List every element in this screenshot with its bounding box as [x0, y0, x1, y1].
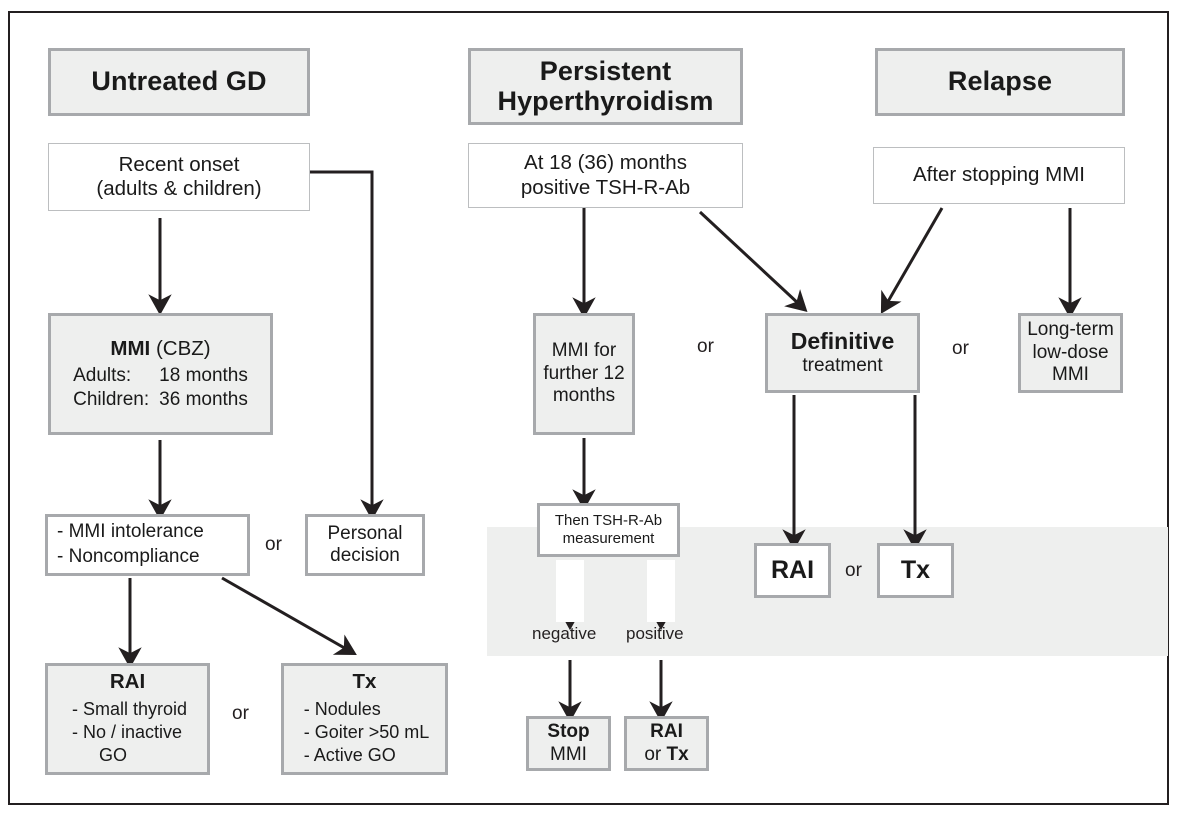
mmi-further-line3: months [552, 385, 616, 407]
box-rai-left: RAI - Small thyroid - No / inactive GO [45, 663, 210, 775]
rai-or-tx-line1: RAI [650, 721, 683, 743]
box-recent-onset: Recent onset (adults & children) [48, 143, 310, 211]
header-persistent-hyperthyroidism: Persistent Hyperthyroidism [468, 48, 743, 125]
or-label-untreated-1: or [265, 534, 282, 555]
rai-or-tx-line2-prefix: or [644, 743, 667, 765]
mmi-row-0-label: Adults: [73, 364, 132, 386]
stop-mmi-line2: MMI [550, 743, 587, 765]
box-mmi-intolerance: - MMI intolerance - Noncompliance [45, 514, 250, 576]
definitive-title: Definitive [790, 328, 895, 355]
box-tx-left: Tx - Nodules - Goiter >50 mL - Active GO [281, 663, 448, 775]
rai-or-tx-line2: or Tx [644, 744, 688, 766]
header-untreated-gd: Untreated GD [48, 48, 310, 116]
box-mmi-cbz: MMI (CBZ) Adults: 18 months Children: 36… [48, 313, 273, 435]
header-untreated-gd-label: Untreated GD [91, 66, 267, 97]
header-persistent-line2: Hyperthyroidism [497, 85, 714, 116]
intolerance-line1: - MMI intolerance [57, 521, 204, 543]
mmi-title-rest: (CBZ) [150, 336, 211, 360]
after-stopping-label: After stopping MMI [912, 163, 1086, 187]
recent-onset-line1: Recent onset [118, 152, 240, 176]
branch-label-negative: negative [532, 624, 597, 643]
rai-right-label: RAI [770, 555, 815, 584]
personal-decision-line2: decision [330, 545, 400, 566]
header-relapse-label: Relapse [947, 66, 1053, 97]
mmi-row-1-value: 36 months [159, 388, 248, 410]
long-term-line3: MMI [1052, 364, 1089, 386]
box-then-tsh-r-ab-measurement: Then TSH-R-Ab measurement [537, 503, 680, 557]
or-label-relapse-2: or [845, 560, 862, 581]
or-label-persistent-1: or [697, 336, 714, 357]
long-term-line1: Long-term [1027, 319, 1114, 341]
mmi-title-bold: MMI [110, 336, 151, 360]
rai-left-bullet-2: GO [98, 745, 127, 766]
rai-or-tx-line2-bold: Tx [666, 743, 689, 765]
header-persistent-line1: Persistent [539, 56, 672, 87]
tx-right-label: Tx [900, 555, 931, 584]
mmi-row-1-label: Children: [73, 388, 150, 410]
box-tx-right: Tx [877, 543, 954, 598]
rai-left-bullet-1: - No / inactive [71, 721, 183, 742]
personal-decision-line1: Personal [327, 522, 403, 544]
then-measure-line2: measurement [562, 530, 655, 547]
stop-mmi-line1: Stop [547, 721, 590, 743]
tx-left-bullet-0: - Nodules [303, 698, 381, 719]
recent-onset-line2: (adults & children) [96, 177, 262, 200]
at-months-line2: positive TSH-R-Ab [520, 175, 691, 199]
branch-label-positive: positive [626, 624, 684, 643]
rai-left-title: RAI [109, 670, 146, 694]
tx-left-bullet-1: - Goiter >50 mL [303, 721, 430, 742]
arrow-gap-positive [647, 560, 675, 622]
mmi-further-line2: further 12 [543, 362, 625, 384]
box-definitive-treatment: Definitive treatment [765, 313, 920, 393]
intolerance-line2: - Noncompliance [57, 546, 200, 567]
at-months-line1: At 18 (36) months [524, 151, 687, 175]
mmi-further-line1: MMI for [551, 340, 617, 362]
box-after-stopping-mmi: After stopping MMI [873, 147, 1125, 204]
rai-left-bullet-0: - Small thyroid [71, 698, 188, 719]
long-term-line2: low-dose [1032, 341, 1109, 363]
or-label-relapse-1: or [952, 338, 969, 359]
diagram-frame [8, 11, 1169, 805]
box-personal-decision: Personal decision [305, 514, 425, 576]
then-measure-line1: Then TSH-R-Ab [554, 512, 663, 530]
box-mmi-further-12-months: MMI for further 12 months [533, 313, 635, 435]
box-at-18-months: At 18 (36) months positive TSH-R-Ab [468, 143, 743, 208]
definitive-subtitle: treatment [802, 355, 883, 377]
box-rai-right: RAI [754, 543, 831, 598]
mmi-row-0-value: 18 months [159, 364, 248, 386]
arrow-gap-negative [556, 560, 584, 622]
tx-left-bullet-2: - Active GO [303, 745, 396, 766]
box-stop-mmi: Stop MMI [526, 716, 611, 771]
or-label-untreated-2: or [232, 703, 249, 724]
box-long-term-low-dose-mmi: Long-term low-dose MMI [1018, 313, 1123, 393]
tx-left-title: Tx [352, 670, 377, 694]
header-relapse: Relapse [875, 48, 1125, 116]
box-rai-or-tx-middle: RAI or Tx [624, 716, 709, 771]
